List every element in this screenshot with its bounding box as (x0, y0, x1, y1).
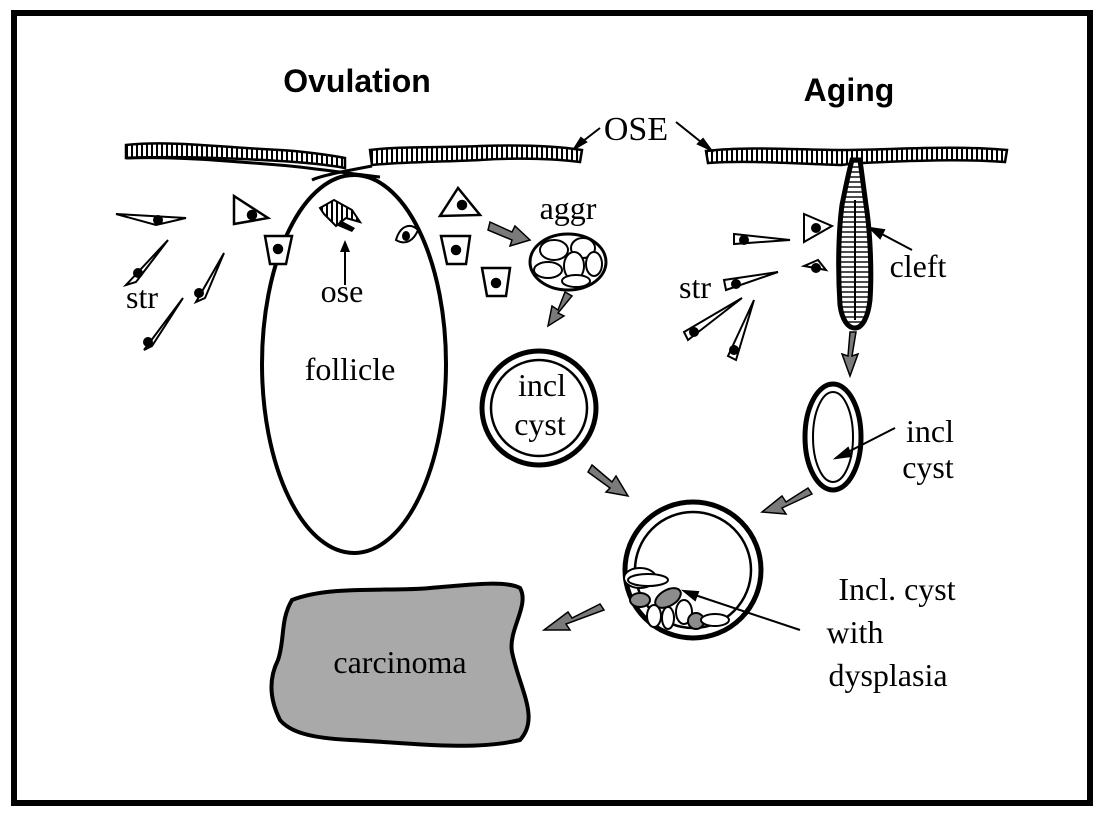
inclusion-cyst-right (805, 384, 861, 490)
arrow-cyst-to-dysplasia-left (588, 465, 628, 496)
label-follicle: follicle (305, 351, 396, 387)
label-cleft: cleft (890, 248, 947, 284)
label-dysplasia-3: dysplasia (828, 657, 947, 693)
aggregate (530, 234, 606, 290)
label-dysplasia-2: with (827, 614, 884, 650)
label-incl-right-2: cyst (902, 449, 954, 485)
label-incl-left-2: cyst (514, 406, 566, 442)
edge-cell (396, 226, 418, 242)
arrow-dysplasia-to-carcinoma (544, 604, 604, 630)
cleft (839, 160, 871, 328)
label-str-right: str (679, 269, 711, 305)
dysplastic-cyst (624, 502, 761, 638)
label-incl-left-1: incl (518, 367, 566, 403)
label-aggr: aggr (540, 190, 597, 226)
label-carcinoma: carcinoma (333, 644, 466, 680)
cells-middle (440, 188, 510, 296)
arrow-aggr-to-cyst (548, 292, 572, 326)
label-ose-upper: OSE (604, 111, 668, 148)
arrow-cleft-to-cyst (842, 332, 858, 376)
label-ose-lower: ose (321, 273, 364, 309)
title-ovulation: Ovulation (283, 63, 431, 99)
arrow-cyst-to-dysplasia-right (762, 488, 812, 514)
arrow-cells-to-aggr (488, 222, 530, 246)
triangle-cells-left (234, 196, 292, 264)
label-str-left: str (126, 279, 158, 315)
cleft-pointer (870, 228, 912, 250)
title-aging: Aging (804, 72, 895, 108)
incl-right-pointer (836, 428, 895, 458)
label-dysplasia-1: Incl. cyst (838, 571, 955, 607)
label-incl-right-1: incl (906, 413, 954, 449)
